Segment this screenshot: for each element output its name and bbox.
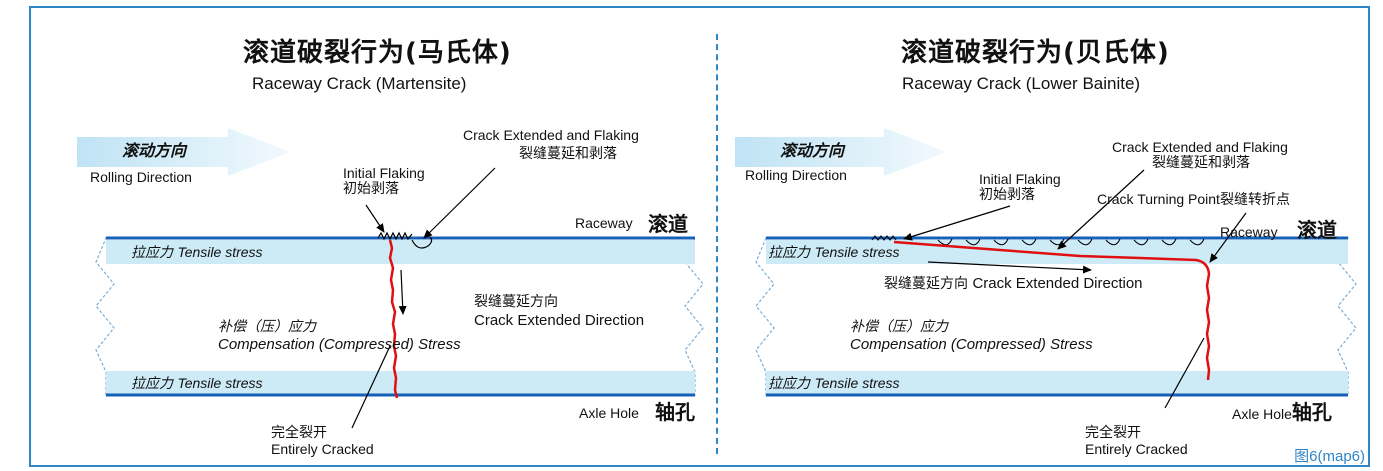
left-direction-en: Crack Extended Direction: [474, 312, 645, 329]
left-title-en: Raceway Crack (Martensite): [252, 74, 467, 93]
right-turning-label: Crack Turning Point裂缝转折点: [1097, 192, 1290, 208]
right-initial-en: Initial Flaking: [979, 171, 1061, 187]
left-tensile-top-label: 拉应力 Tensile stress: [131, 245, 263, 261]
left-comp-en: Compensation (Compressed) Stress: [218, 336, 461, 353]
left-raceway-cn: 滚道: [648, 212, 688, 236]
left-comp-cn: 补偿（压）应力: [218, 319, 316, 335]
right-tensile-top-label: 拉应力 Tensile stress: [768, 245, 900, 261]
left-crack-line: [388, 239, 399, 399]
right-extended-cn: 裂缝蔓延和剥落: [1152, 155, 1250, 171]
right-tensile-bottom-label: 拉应力 Tensile stress: [768, 376, 900, 392]
right-axle-cn: 轴孔: [1291, 400, 1332, 424]
left-rolling-arrow: [77, 128, 290, 176]
right-rolling-cn: 滚动方向: [780, 141, 845, 160]
right-tensile-bot-cn: 拉应力: [768, 376, 810, 392]
right-title-en: Raceway Crack (Lower Bainite): [902, 74, 1141, 93]
left-direction-arrow: [398, 269, 407, 315]
right-tensile-top-cn: 拉应力: [768, 245, 810, 261]
right-direction-label: 裂缝蔓延方向 Crack Extended Direction: [884, 276, 1143, 292]
right-raceway-cn: 滚道: [1297, 218, 1337, 242]
right-initial-arrow: [903, 205, 1011, 241]
right-direction-cn: 裂缝蔓延方向: [884, 276, 968, 292]
right-tensile-top-en: Tensile stress: [814, 244, 900, 260]
right-ring-body: [755, 237, 1357, 396]
right-extended-en: Crack Extended and Flaking: [1112, 139, 1288, 155]
left-direction-cn: 裂缝蔓延方向: [474, 294, 558, 310]
left-bottom-tensile-band: [106, 371, 695, 395]
left-cracked-cn: 完全裂开: [271, 425, 327, 441]
right-rolling-en: Rolling Direction: [745, 167, 847, 183]
left-rolling-cn: 滚动方向: [122, 141, 187, 160]
right-axle-en: Axle Hole: [1232, 406, 1292, 422]
left-extended-cn: 裂缝蔓延和剥落: [519, 146, 617, 162]
left-initial-en: Initial Flaking: [343, 165, 425, 181]
right-direction-en: Crack Extended Direction: [972, 275, 1143, 292]
right-axle-label: Axle Hole轴孔: [1232, 402, 1332, 423]
left-cracked-en: Entirely Cracked: [271, 441, 374, 457]
right-comp-en: Compensation (Compressed) Stress: [850, 336, 1093, 353]
right-title-cn: 滚道破裂行为(贝氏体): [901, 38, 1170, 68]
left-extended-arrow: [423, 167, 496, 239]
right-raceway-en: Raceway: [1220, 224, 1278, 240]
left-tensile-bottom-label: 拉应力 Tensile stress: [131, 376, 263, 392]
right-top-tensile-band: [766, 240, 1348, 264]
right-turning-en: Crack Turning Point: [1097, 191, 1220, 207]
right-turning-arrow: [1209, 212, 1247, 263]
left-flaking-pit: [411, 236, 433, 249]
left-panel-art: [77, 128, 704, 429]
left-tensile-top-en: Tensile stress: [177, 244, 263, 260]
panel-divider: [716, 34, 718, 454]
left-cracked-arrow: [351, 345, 391, 429]
left-extended-en: Crack Extended and Flaking: [463, 127, 639, 143]
right-tensile-bot-en: Tensile stress: [814, 375, 900, 391]
right-cracked-en: Entirely Cracked: [1085, 441, 1188, 457]
right-rolling-arrow: [735, 128, 946, 176]
right-crack-line: [893, 240, 1211, 381]
left-title-cn: 滚道破裂行为(马氏体): [243, 38, 512, 68]
figure-frame: [29, 6, 1370, 467]
right-direction-arrow: [927, 261, 1092, 274]
left-axle-cn: 轴孔: [655, 400, 695, 424]
figure-reference: 图6(map6): [1294, 448, 1365, 465]
left-rolling-en: Rolling Direction: [90, 169, 192, 185]
right-extended-arrow: [1057, 169, 1145, 250]
right-cracked-cn: 完全裂开: [1085, 425, 1141, 441]
left-tensile-top-cn: 拉应力: [131, 245, 173, 261]
left-top-tensile-band: [106, 240, 695, 264]
left-axle-en: Axle Hole: [579, 405, 639, 421]
left-tensile-bot-cn: 拉应力: [131, 376, 173, 392]
right-comp-cn: 补偿（压）应力: [850, 319, 948, 335]
right-cracked-arrow: [1164, 337, 1205, 409]
left-initial-flaking: [377, 231, 413, 241]
left-tensile-bot-en: Tensile stress: [177, 375, 263, 391]
right-bottom-tensile-band: [766, 371, 1348, 395]
right-turning-cn: 裂缝转折点: [1219, 192, 1290, 208]
left-raceway-en: Raceway: [575, 215, 633, 231]
left-initial-arrow: [365, 204, 385, 233]
right-initial-cn: 初始剥落: [979, 187, 1035, 203]
right-panel-art: [735, 128, 1357, 409]
left-initial-cn: 初始剥落: [343, 181, 399, 197]
